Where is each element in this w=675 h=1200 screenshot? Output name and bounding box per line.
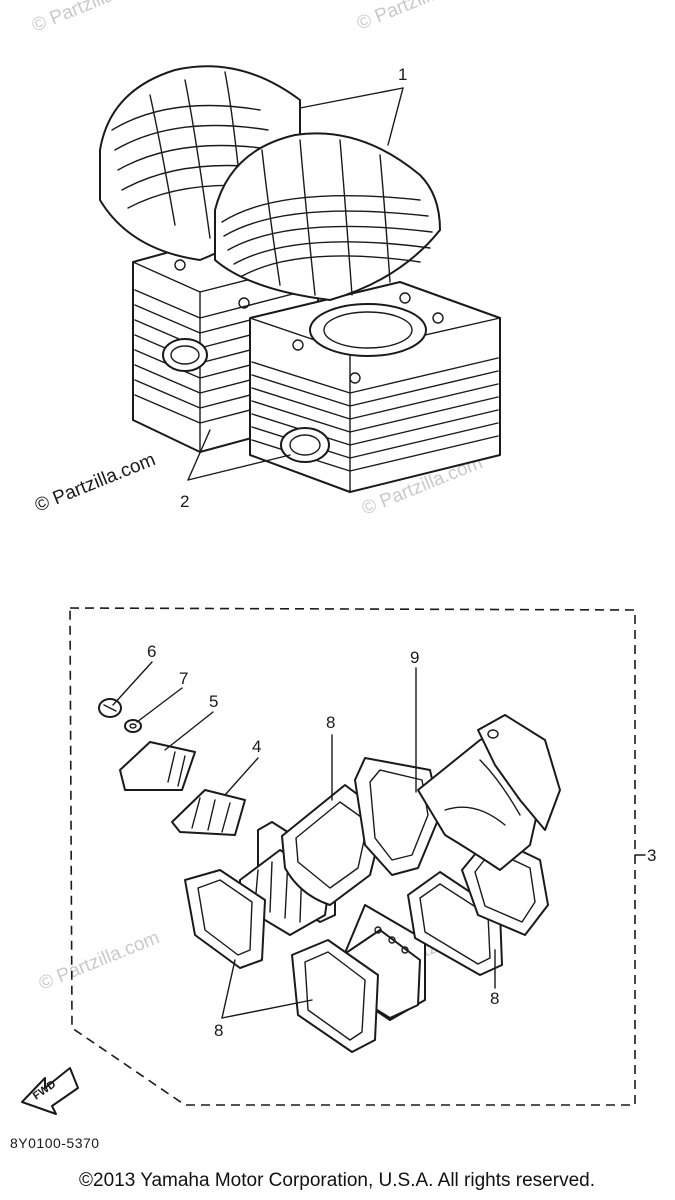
callout-6-label: 6 (147, 642, 156, 661)
watermark-top-left: © Partzilla (29, 0, 118, 37)
callout-8-upper-label: 8 (326, 713, 335, 732)
intake-assembly-box: 3 (69, 607, 656, 1106)
callout-9-label: 9 (410, 648, 419, 667)
callout-5-label: 5 (209, 692, 218, 711)
watermark-dark: © Partzilla.com (32, 449, 159, 516)
forward-direction-arrow: FWD (21, 1067, 79, 1115)
watermark-top-right: © Partzilla (354, 0, 443, 35)
part-6-screw: 6 (98, 642, 156, 718)
callout-8-lower-label: 8 (214, 1021, 223, 1040)
copyright-notice: ©2013 Yamaha Motor Corporation, U.S.A. A… (79, 1170, 595, 1191)
diagram-code: 8Y0100-5370 (10, 1135, 100, 1151)
callout-2-label: 2 (180, 492, 189, 511)
cylinder-head-illustration (99, 65, 441, 301)
part-5-reed-stopper: 5 (119, 692, 218, 791)
callout-4-label: 4 (252, 737, 261, 756)
callout-7-label: 7 (179, 669, 188, 688)
part-8-gaskets: 8 8 8 (184, 713, 549, 1053)
callout-1-label: 1 (398, 65, 407, 84)
watermark-lower-left: © Partzilla.com (36, 927, 163, 994)
callout-1: 1 (299, 65, 407, 146)
part-7-washer: 7 (124, 669, 188, 733)
callout-3-label: 3 (647, 846, 656, 865)
part-4-reed-petal: 4 (171, 737, 261, 836)
callout-2: 2 (180, 429, 291, 511)
callout-8-right-label: 8 (490, 989, 499, 1008)
part-9-intake-manifold: 9 (410, 648, 561, 871)
